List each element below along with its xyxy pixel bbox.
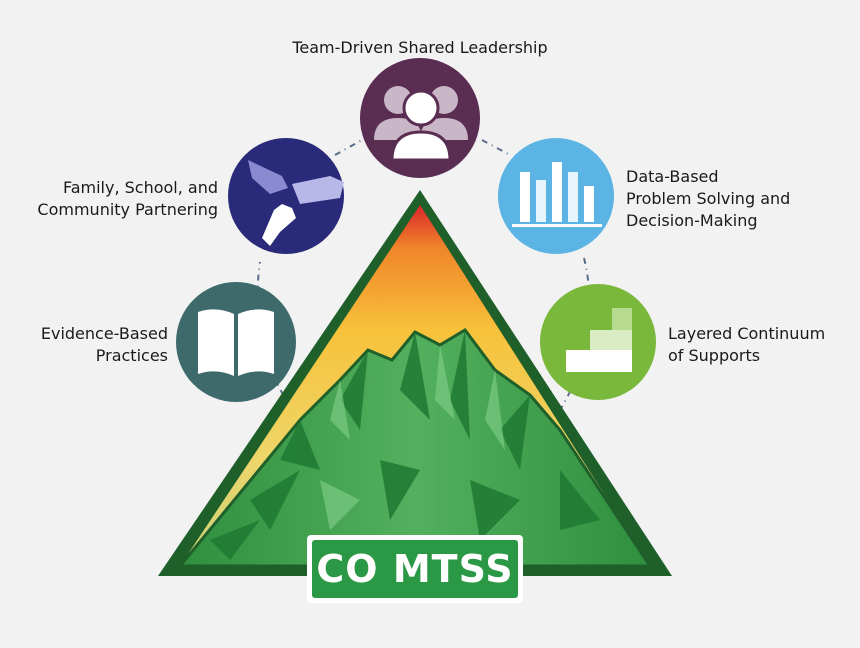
label-layered: Layered Continuum of Supports xyxy=(668,324,826,365)
family-circle xyxy=(228,138,344,254)
layered-circle xyxy=(540,284,656,400)
leadership-circle xyxy=(360,58,480,178)
label-leadership: Team-Driven Shared Leadership xyxy=(292,38,548,57)
book-icon xyxy=(198,309,274,376)
badge-text: CO MTSS xyxy=(316,547,514,591)
label-data: Data-Based Problem Solving and Decision-… xyxy=(626,167,791,230)
bar-chart-icon xyxy=(512,162,602,227)
data-circle xyxy=(498,138,614,254)
people-icon xyxy=(374,86,468,162)
label-family: Family, School, and Community Partnering xyxy=(37,178,218,219)
badge xyxy=(307,535,523,603)
label-evidence: Evidence-Based Practices xyxy=(40,324,168,365)
stairs-icon xyxy=(566,308,632,372)
evidence-circle xyxy=(176,282,296,402)
hands-icon xyxy=(248,160,344,246)
mountain xyxy=(158,190,672,576)
